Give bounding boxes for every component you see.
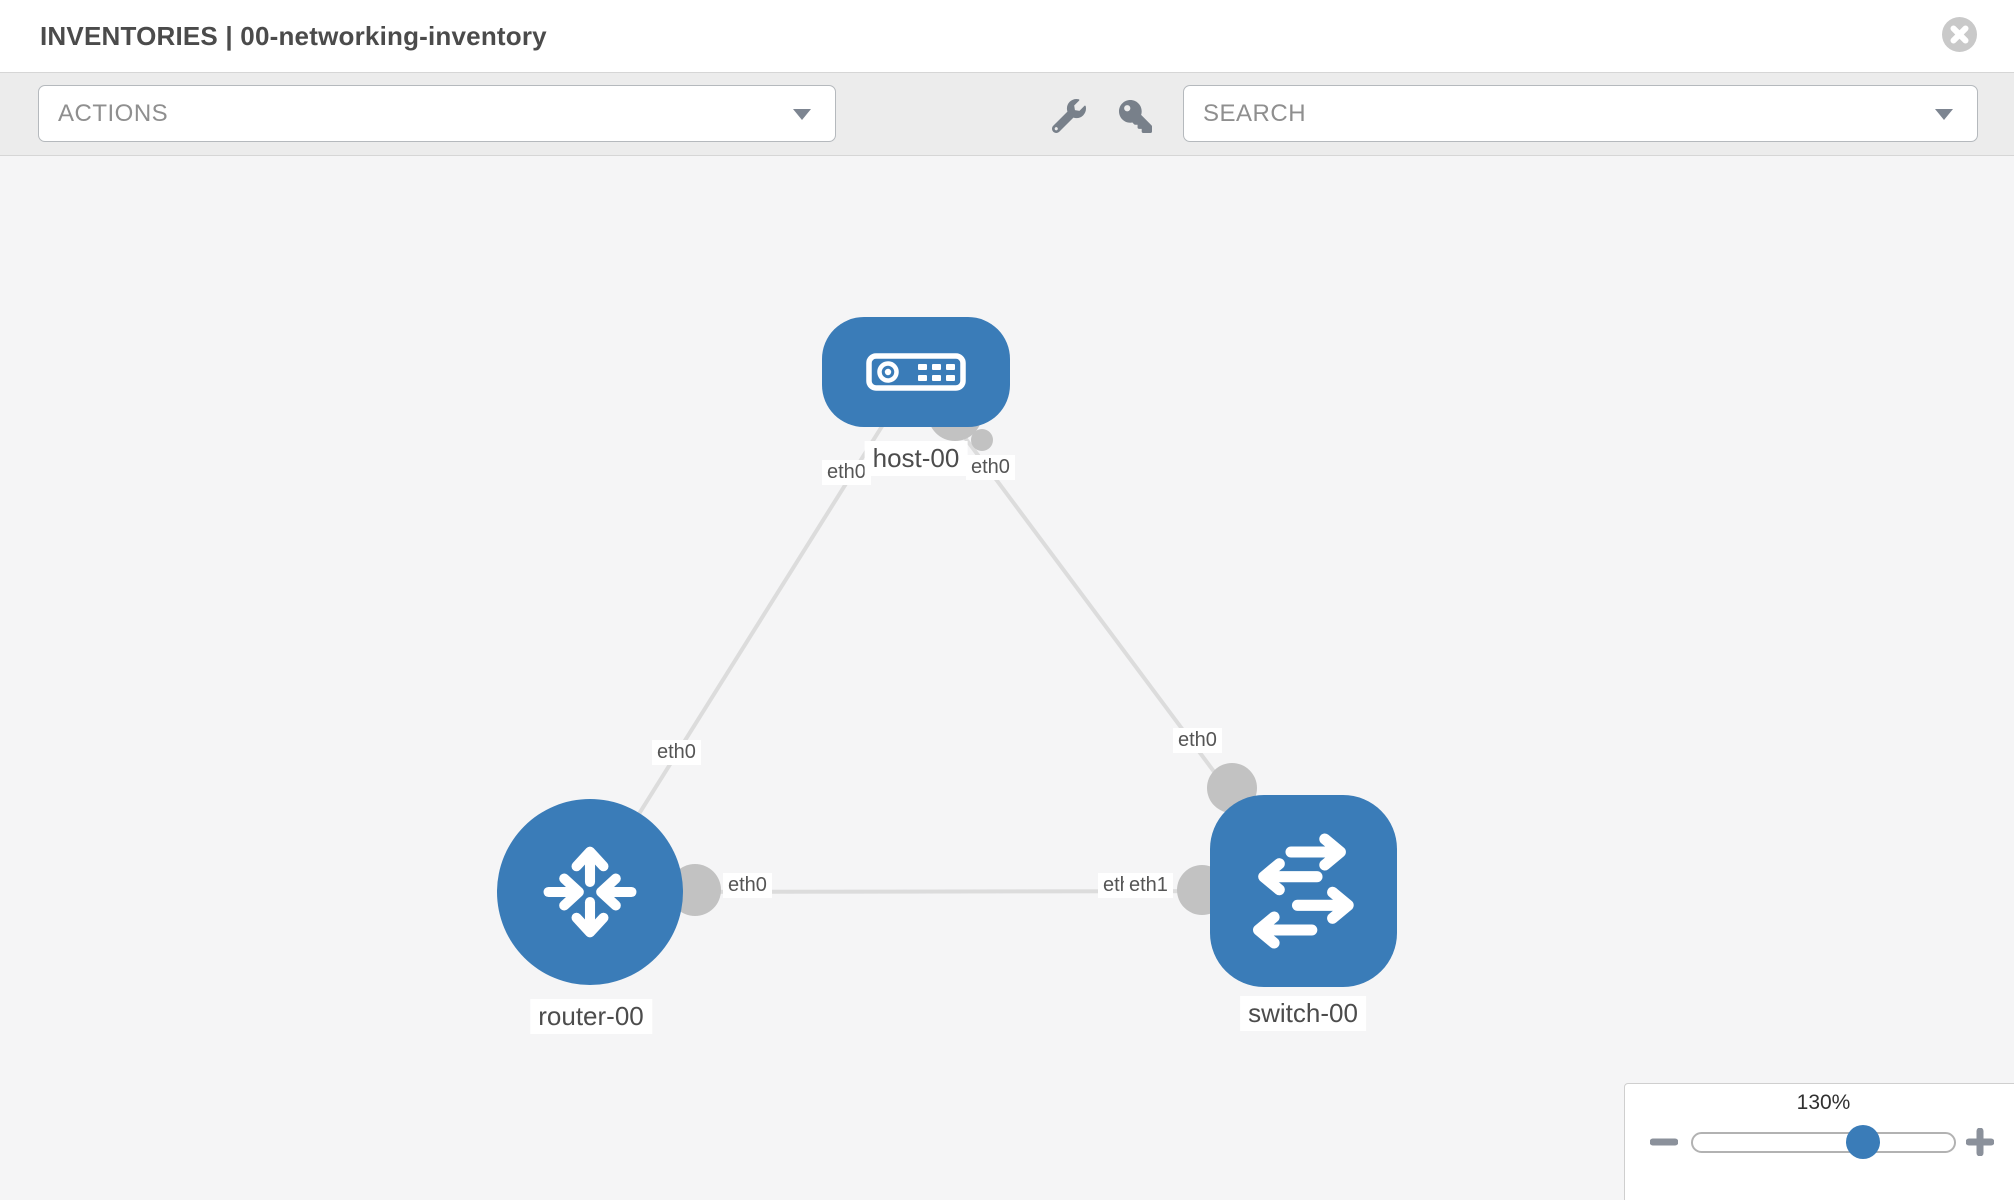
zoom-level: 130% [1796,1091,1851,1114]
zoom-out-button[interactable] [1649,1128,1679,1156]
link-host-router [588,370,918,894]
topology-canvas[interactable]: eth0 eth0 eth0 eth0 eth0 eth0 eth1 host-… [0,156,2014,1200]
router-icon [543,846,637,938]
node-label-router: router-00 [530,999,652,1034]
interface-label: eth0 [822,460,871,485]
topology-links-layer [588,370,1305,916]
close-button[interactable] [1942,17,1977,52]
search-dropdown[interactable]: SEARCH [1183,85,1978,142]
zoom-control-panel: 130% [1624,1083,2014,1200]
zoom-slider-thumb[interactable] [1846,1125,1880,1159]
header: INVENTORIES | 00-networking-inventory [0,0,2014,72]
interface-label: eth0 [1173,728,1222,753]
switch-icon [1252,833,1354,949]
search-dropdown-label: SEARCH [1203,100,1307,127]
node-switch-00[interactable] [1210,795,1397,987]
close-icon [1950,25,1969,44]
host-icon [866,353,966,391]
node-label-host: host-00 [864,441,968,476]
wrench-button[interactable] [1051,99,1086,134]
zoom-slider-track[interactable] [1691,1132,1956,1153]
chevron-down-icon [1935,109,1953,120]
minus-icon [1649,1138,1679,1146]
interface-connector [971,429,993,451]
interface-label: eth0 [652,740,701,765]
toolbar: ACTIONS SEARCH [0,72,2014,156]
zoom-in-button[interactable] [1965,1127,1995,1157]
interface-label: eth0 [723,873,772,898]
interface-label: eth0 [966,455,1015,480]
chevron-down-icon [793,109,811,120]
node-host-00[interactable] [822,317,1010,427]
node-label-switch: switch-00 [1240,996,1366,1031]
actions-dropdown[interactable]: ACTIONS [38,85,836,142]
page-title: INVENTORIES | 00-networking-inventory [40,21,547,51]
node-router-00[interactable] [497,799,683,985]
plus-icon [1965,1127,1995,1157]
wrench-icon [1051,99,1086,134]
key-icon [1119,100,1152,133]
interface-label: eth1 [1124,873,1173,898]
key-button[interactable] [1119,100,1153,134]
actions-dropdown-label: ACTIONS [58,100,169,127]
